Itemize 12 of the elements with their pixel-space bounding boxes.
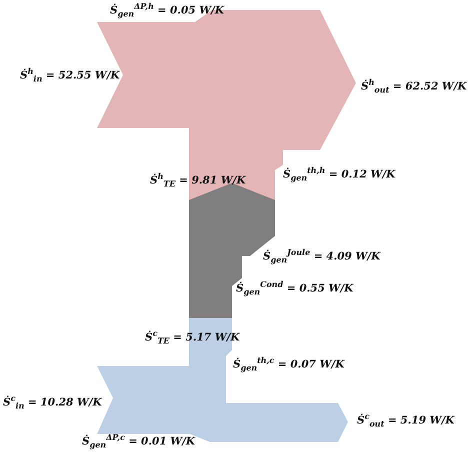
flow-value-label: Ṡ$^{c}$$_{out}$ = 5.19 W/K	[357, 412, 454, 428]
entropy-generation-label: Ṡ$_{gen}$$^{Cond}$ = 0.55 W/K	[236, 280, 354, 296]
entropy-generation-label: Ṡ$_{gen}$$^{th,h}$ = 0.12 W/K	[283, 166, 396, 182]
flow-value-label: Ṡ$^{h}$$_{in}$ = 52.55 W/K	[20, 67, 120, 83]
flow-value-label: Ṡ$^{c}$$_{TE}$ = 5.17 W/K	[145, 329, 240, 345]
entropy-generation-label: Ṡ$_{gen}$$^{ΔP,c}$ = 0.01 W/K	[82, 433, 196, 449]
flow-value-label: Ṡ$^{h}$$_{out}$ = 62.52 W/K	[361, 78, 467, 94]
entropy-generation-label: Ṡ$_{gen}$$^{Joule}$ = 4.09 W/K	[263, 248, 380, 264]
flow-value-label: Ṡ$^{h}$$_{TE}$ = 9.81 W/K	[150, 172, 246, 188]
entropy-generation-label: Ṡ$_{gen}$$^{ΔP,h}$ = 0.05 W/K	[110, 2, 224, 18]
flow-value-label: Ṡ$^{c}$$_{in}$ = 10.28 W/K	[3, 394, 102, 410]
entropy-generation-label: Ṡ$_{gen}$$^{th,c}$ = 0.07 W/K	[233, 356, 344, 372]
